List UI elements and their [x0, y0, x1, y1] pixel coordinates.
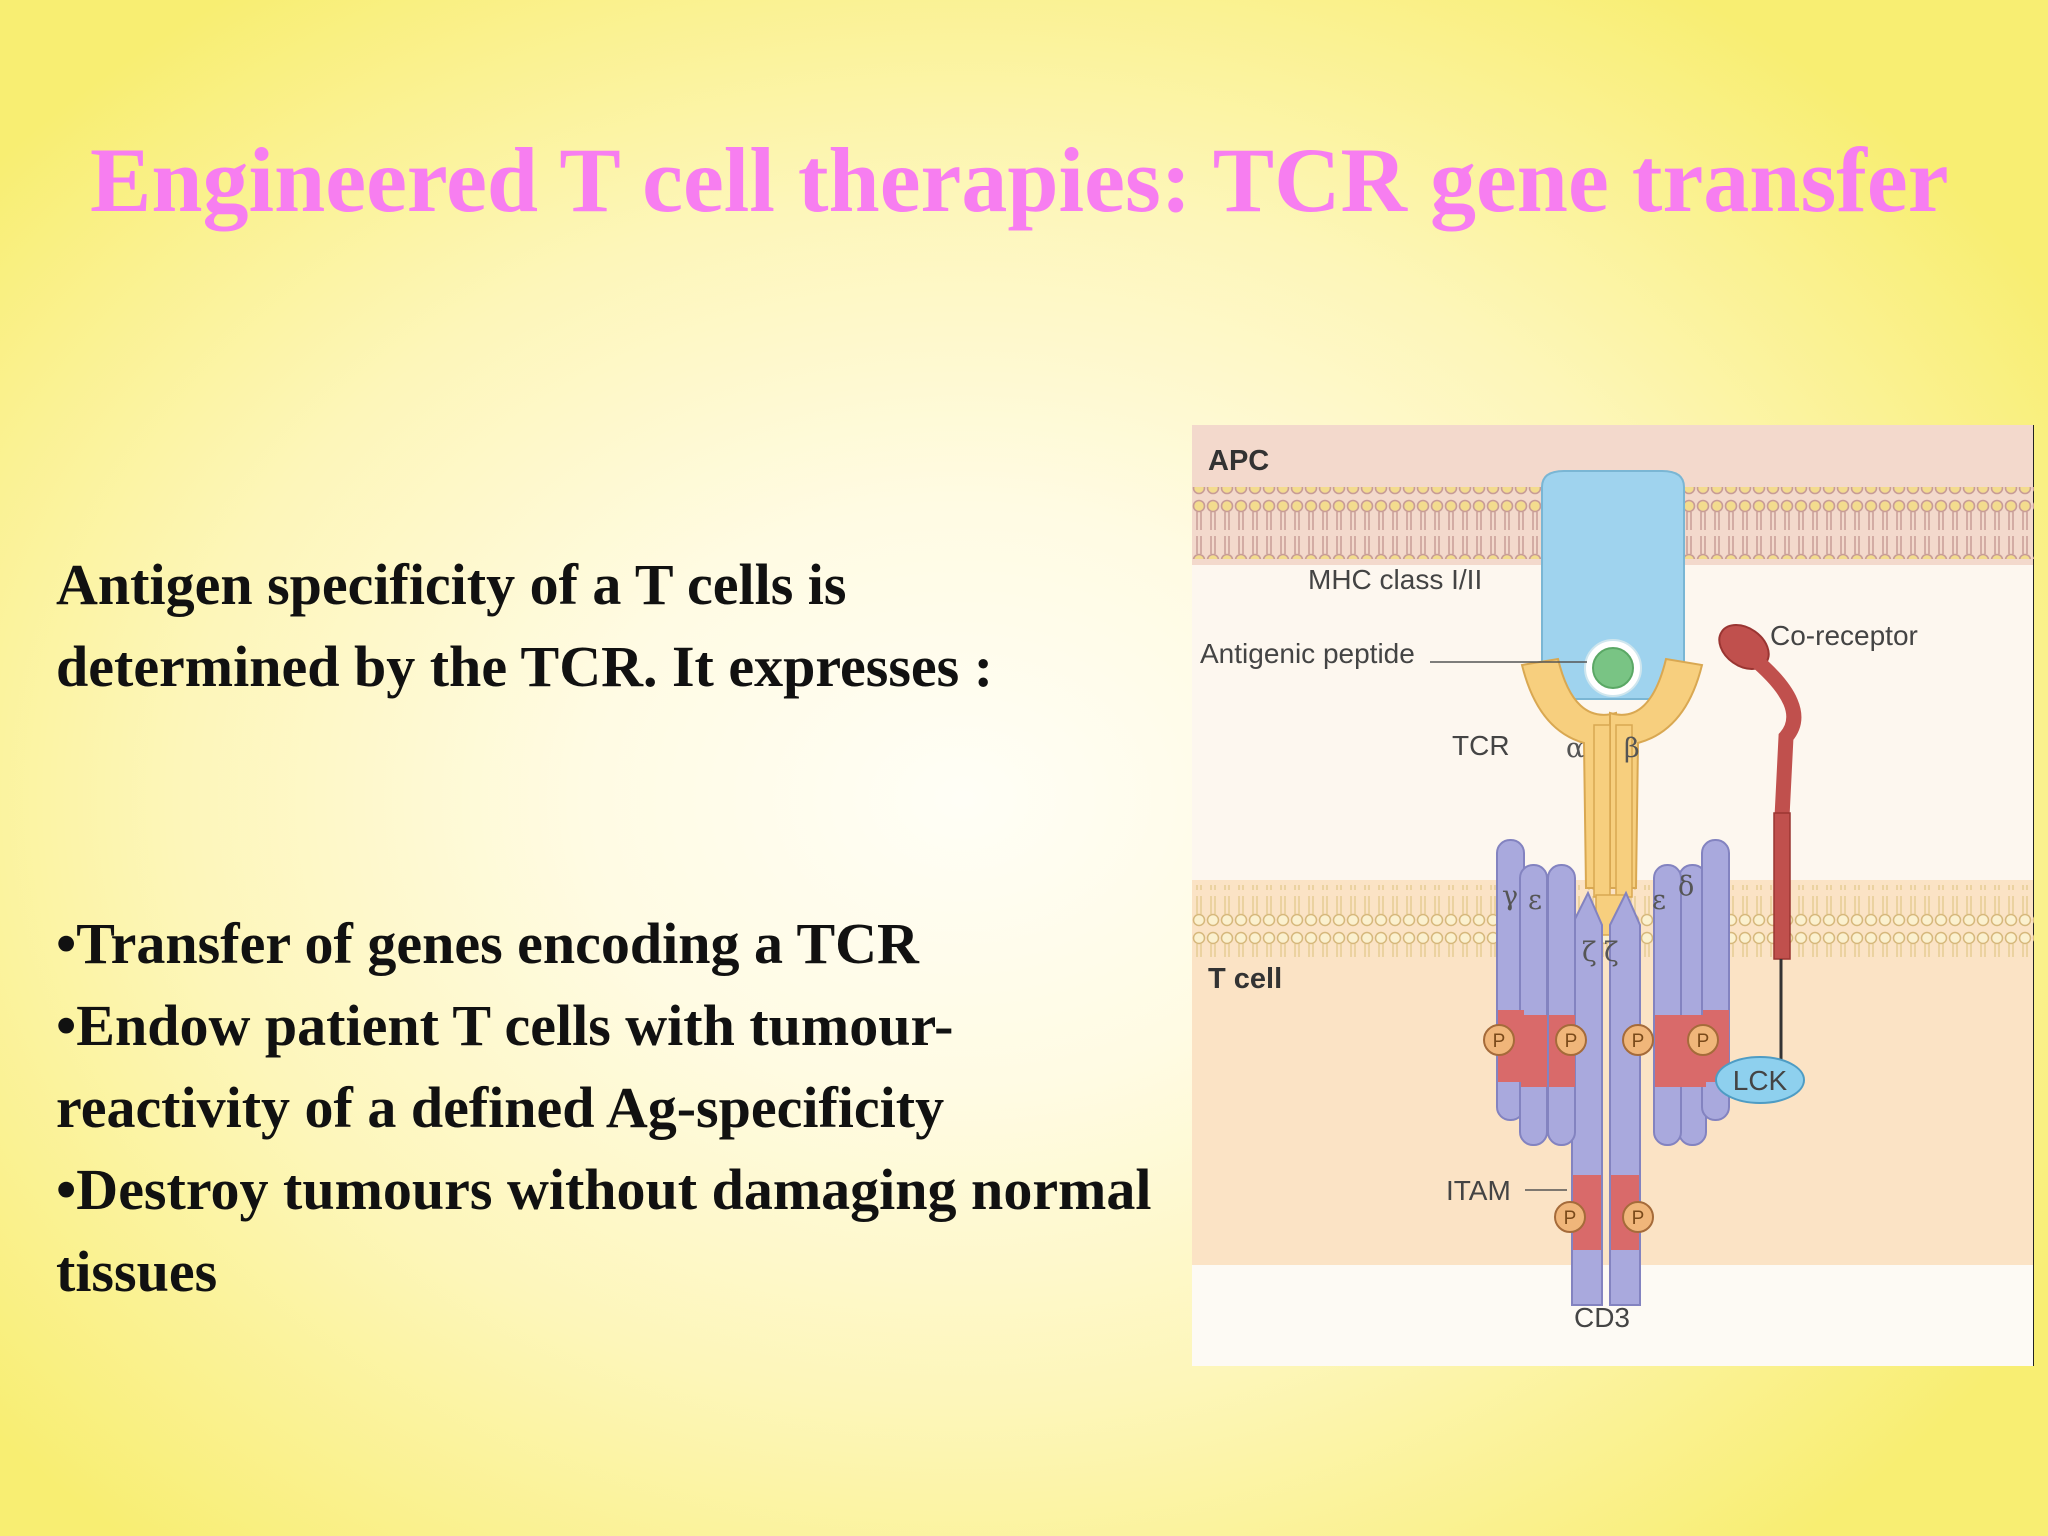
apc-label: APC — [1208, 445, 1269, 477]
phospho-label: P — [1632, 1208, 1645, 1229]
tcr-complex-diagram: P P P P P P APC MHC class I/II Antigenic… — [1192, 425, 2034, 1366]
antigenic-peptide-label: Antigenic peptide — [1200, 638, 1415, 669]
phospho-label: P — [1493, 1031, 1506, 1052]
tcr-complex-illustration: P P P P P P APC MHC class I/II Antigenic… — [1192, 425, 2034, 1366]
phospho-label: P — [1564, 1208, 1577, 1229]
intro-text: Antigen specificity of a T cells is dete… — [56, 552, 994, 699]
epsilon-chain-label: ε — [1528, 885, 1542, 916]
tcr-label: TCR — [1452, 730, 1510, 761]
co-receptor — [1718, 624, 1802, 1080]
bullet-item: •Transfer of genes encoding a TCR — [56, 911, 919, 976]
gamma-chain-label: γ — [1502, 881, 1518, 912]
antigenic-peptide — [1592, 647, 1634, 689]
phospho-label: P — [1632, 1031, 1645, 1052]
bullet-list: •Transfer of genes encoding a TCR •Endow… — [56, 903, 1156, 1313]
phospho-label: P — [1697, 1031, 1710, 1052]
cd3-label: CD3 — [1574, 1302, 1630, 1333]
delta-chain-label: δ — [1678, 871, 1694, 902]
bullet-item: •Endow patient T cells with tumour-react… — [56, 993, 954, 1140]
bullet-item: •Destroy tumours without damaging normal… — [56, 1157, 1152, 1304]
alpha-chain-label: α — [1566, 733, 1584, 764]
lck-label: LCK — [1733, 1065, 1788, 1096]
lck-kinase — [1715, 1056, 1805, 1104]
epsilon-chain-label: ε — [1652, 885, 1666, 916]
co-receptor-label: Co-receptor — [1770, 620, 1918, 651]
tcr-molecule — [1520, 657, 1704, 936]
slide-title: Engineered T cell therapies: TCR gene tr… — [90, 129, 1949, 231]
beta-chain-label: β — [1624, 733, 1640, 764]
itam-label: ITAM — [1446, 1175, 1511, 1206]
phosphate-groups: P P P P P P — [1483, 1024, 1719, 1233]
tcell-label: T cell — [1208, 963, 1282, 995]
zeta-chain-label: ζ — [1604, 937, 1619, 968]
mhc-label: MHC class I/II — [1308, 564, 1482, 595]
zeta-chain-label: ζ — [1582, 937, 1597, 968]
phospho-label: P — [1565, 1031, 1578, 1052]
